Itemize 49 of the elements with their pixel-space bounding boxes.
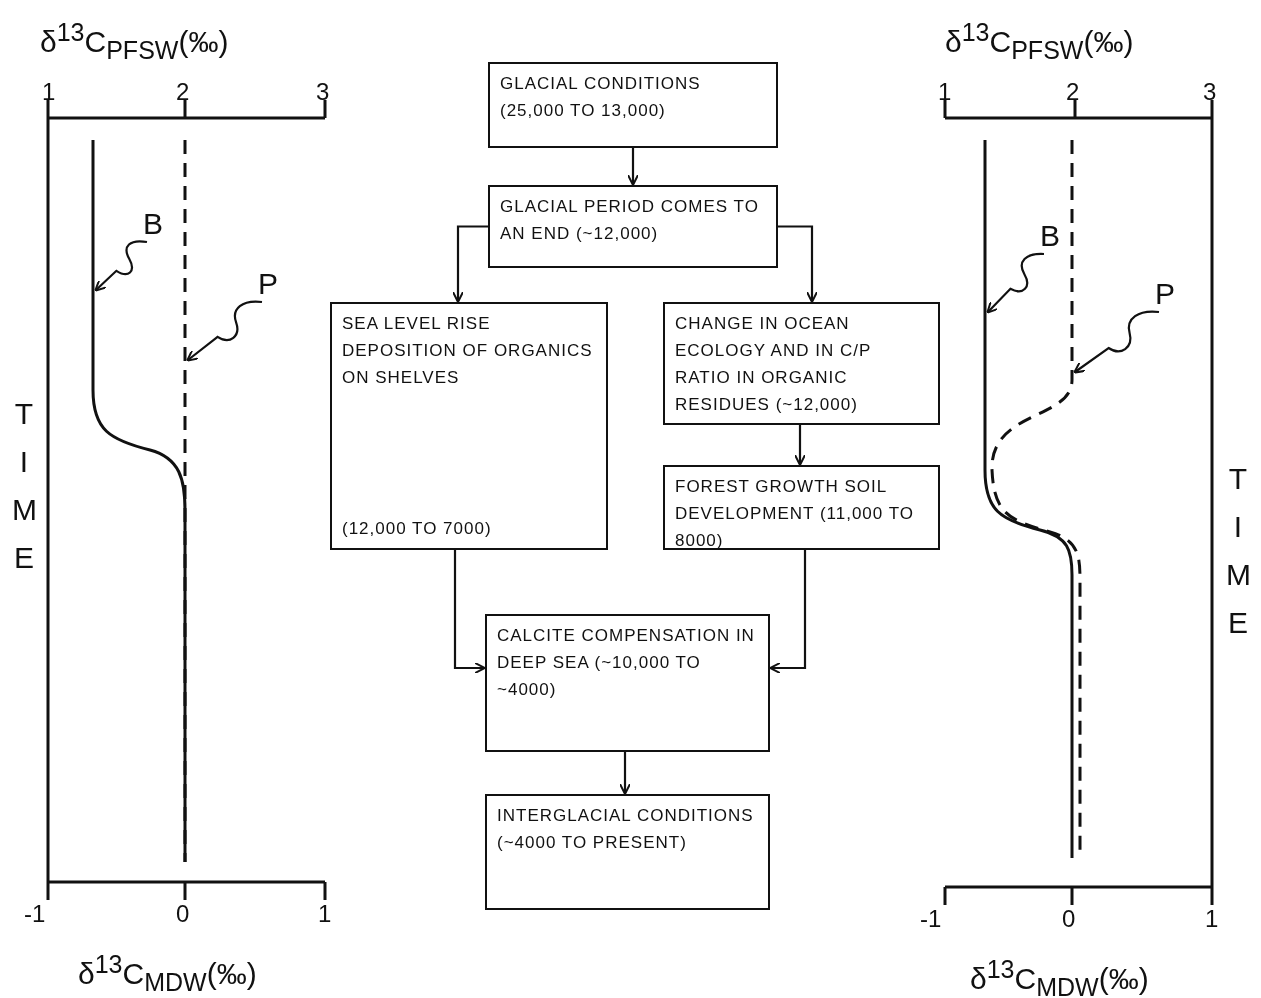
tick-label: 2 [1066,78,1080,106]
box-text: INTERGLACIAL CONDITIONS (~4000 TO PRESENT) [497,805,755,854]
axis-title: δ$^{13}$C$_{PFSW}$(‰) [945,18,1134,64]
axis-title: TIME [12,396,36,576]
curve-label: B [143,210,163,238]
tick-label: 0 [176,900,190,928]
box-text: GLACIAL CONDITIONS (25,000 TO 13,000) [500,73,702,122]
process-box [485,614,770,752]
process-box [488,62,778,148]
box-text: CHANGE IN OCEAN ECOLOGY AND IN C/P RATIO IN ORGANIC RESIDUES (~12,000) [675,313,872,416]
leader-line [94,240,148,292]
process-box [485,794,770,910]
curve-label: B [1040,222,1060,250]
process-box [488,185,778,268]
arrow [619,752,631,795]
process-box [663,465,940,550]
tick-label: 1 [1205,905,1219,933]
box-text: (12,000 TO 7000) [342,518,493,540]
solid-curve [983,140,1074,858]
box-text: CALCITE COMPENSATION IN DEEP SEA (~10,000 TO ~4000) [497,625,756,701]
arrow [769,550,807,674]
tick-label: 0 [1062,905,1076,933]
arrow [453,550,486,674]
tick-label: -1 [24,900,46,928]
arrow [794,425,806,466]
leader-line [986,252,1044,314]
box-text: GLACIAL PERIOD COMES TO AN END (~12,000) [500,196,760,245]
process-box [330,302,608,550]
box-text: FOREST GROWTH SOIL DEVELOPMENT (11,000 TO 8000) [675,476,915,552]
axis-title: δ$^{13}$C$_{MDW}$(‰) [78,950,257,996]
arrow [778,225,818,303]
tick-label: 3 [316,78,330,106]
tick-label: 1 [42,78,56,106]
tick-label: 1 [318,900,332,928]
curve-label: P [1155,280,1175,308]
tick-label: 1 [938,78,952,106]
tick-label: 3 [1203,78,1217,106]
arrow [627,148,639,186]
box-text: SEA LEVEL RISE DEPOSITION OF ORGANICS ON SHELVES [342,313,594,389]
leader-line [1073,310,1160,374]
process-box [663,302,940,425]
tick-label: 2 [176,78,190,106]
axis-title: TIME [1226,461,1250,641]
axis-title: δ$^{13}$C$_{MDW}$(‰) [970,955,1149,998]
arrow [452,225,488,303]
leader-line [186,300,263,362]
axis-title: δ$^{13}$C$_{PFSW}$(‰) [40,18,229,64]
curve-label: P [258,270,278,298]
tick-label: -1 [920,905,942,933]
